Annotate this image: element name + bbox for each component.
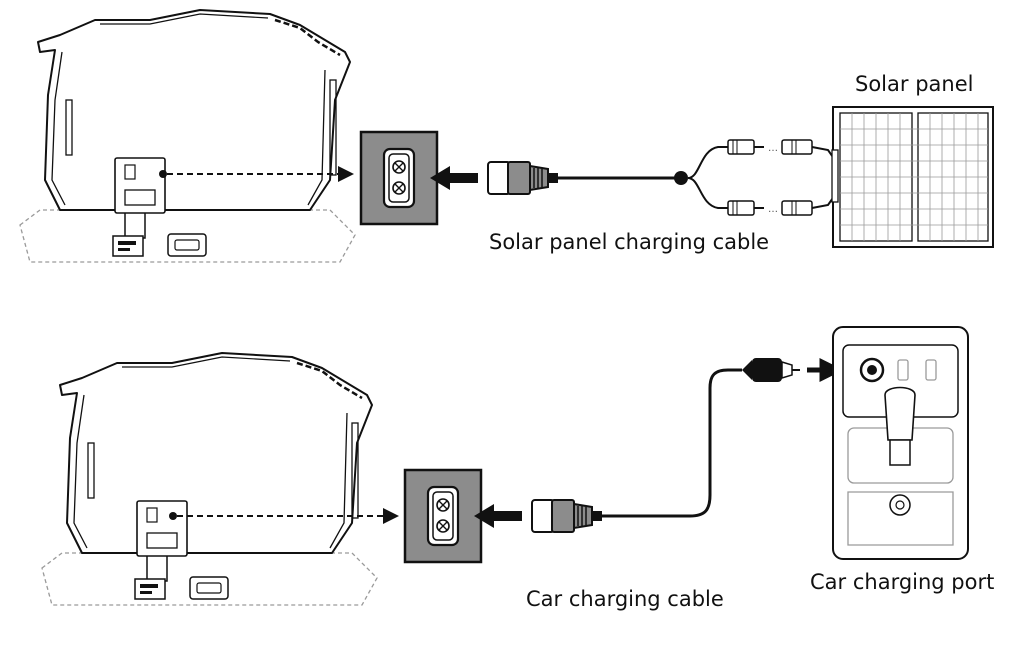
svg-text:…: … bbox=[768, 143, 778, 154]
mc4-connector-lower: … bbox=[727, 194, 836, 216]
port-dot-bottom bbox=[169, 512, 177, 520]
plug-arrow-bottom bbox=[474, 504, 522, 528]
car-plug bbox=[742, 358, 800, 382]
input-port-box-top bbox=[359, 130, 439, 226]
solar-panel-label: Solar panel bbox=[855, 72, 974, 96]
power-station-bottom bbox=[40, 351, 379, 607]
y-splitter bbox=[674, 171, 688, 185]
car-cable-label: Car charging cable bbox=[526, 587, 724, 611]
svg-text:…: … bbox=[768, 204, 778, 215]
car-console bbox=[832, 326, 969, 560]
mc4-connector-upper: … bbox=[727, 139, 836, 161]
solar-panel bbox=[831, 106, 994, 248]
car-arrow bbox=[807, 357, 844, 383]
car-cable-plug bbox=[531, 499, 603, 533]
input-port-box-bottom bbox=[403, 468, 483, 564]
power-station-top bbox=[18, 8, 357, 264]
car-port-label: Car charging port bbox=[810, 570, 995, 594]
port-dot-top bbox=[159, 170, 167, 178]
solar-cable-label: Solar panel charging cable bbox=[489, 230, 770, 254]
solar-cable-plug bbox=[487, 161, 559, 195]
plug-arrow-top bbox=[430, 166, 478, 190]
car-cable bbox=[602, 368, 742, 518]
